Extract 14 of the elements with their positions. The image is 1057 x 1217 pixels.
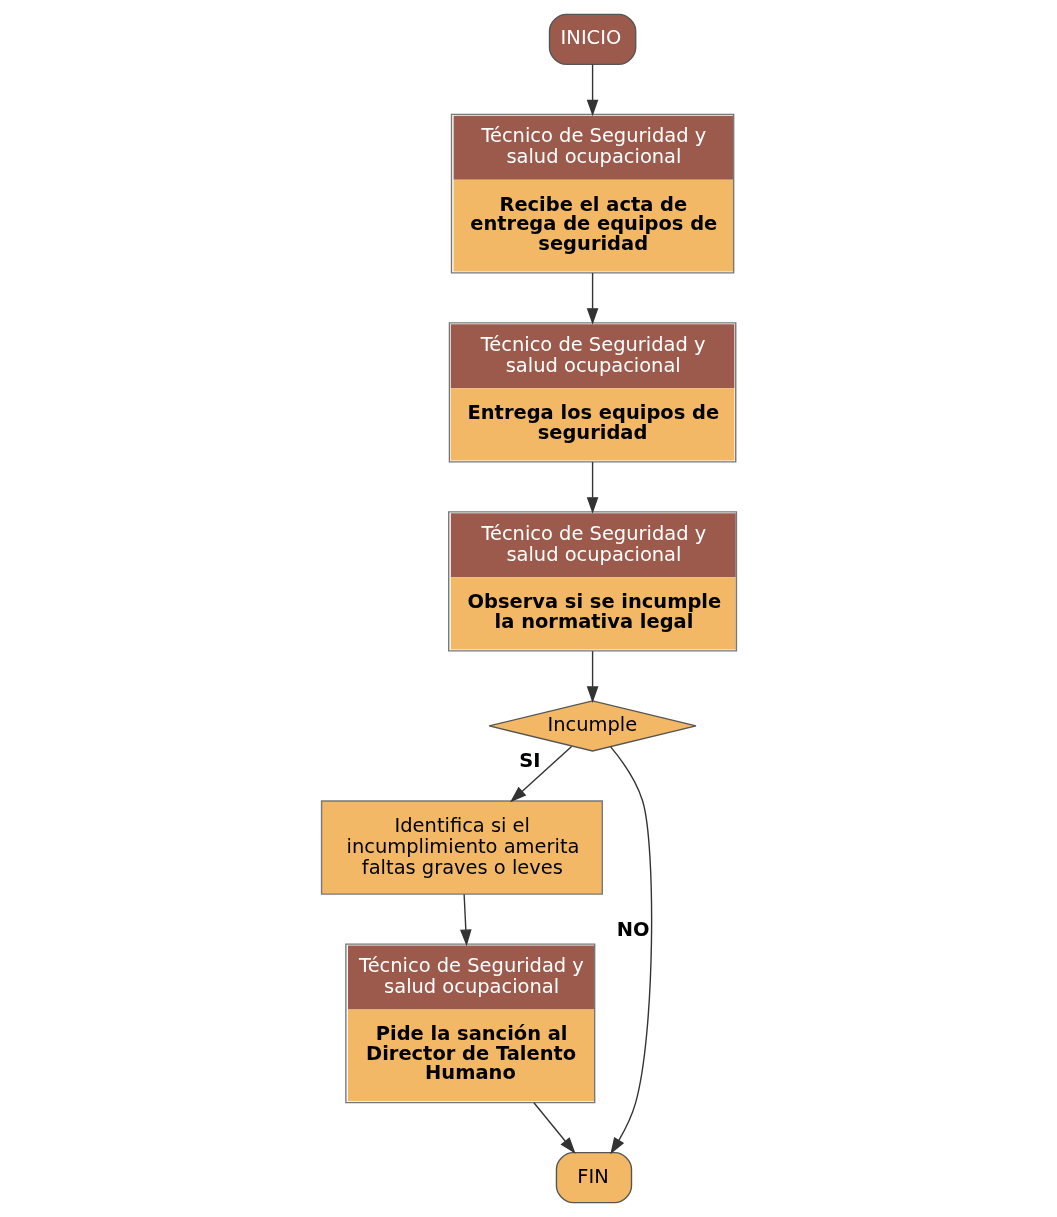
edge-label: SI (518, 749, 541, 773)
arrow (586, 63, 598, 117)
node-box: FIN (555, 1151, 632, 1204)
arrow (609, 746, 652, 1155)
arrow (509, 745, 572, 803)
node-box: Identifica si el incumplimiento amerita faltas graves o leves (320, 800, 603, 895)
arrow (532, 1102, 576, 1154)
arrow (459, 893, 472, 947)
node-diamond: Incumple (488, 700, 697, 752)
arrow (586, 650, 598, 703)
node-box: INICIO (548, 13, 636, 66)
arrow (586, 272, 598, 325)
arrow (586, 461, 598, 514)
edge-label: NO (616, 917, 649, 941)
